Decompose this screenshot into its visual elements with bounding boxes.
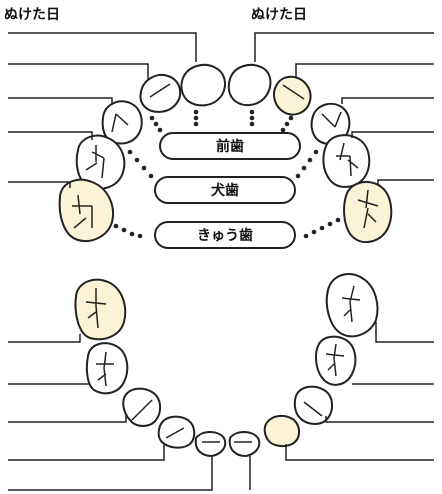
left-date-title: ぬけた日 (4, 7, 60, 23)
svg-text:きゅう歯: きゅう歯 (197, 227, 253, 244)
lower-left-canine[interactable] (122, 387, 162, 427)
svg-text:前歯: 前歯 (216, 138, 244, 155)
upper-left-lateral-incisor[interactable] (139, 74, 182, 113)
lower-right-canine[interactable] (293, 385, 334, 425)
molar-teeth-label: きゅう歯 (154, 221, 296, 249)
lower-right-lateral-incisor[interactable] (263, 414, 300, 448)
lower-leader-lines (8, 322, 434, 491)
lower-left-second-molar[interactable] (74, 278, 127, 341)
lower-right-second-molar[interactable] (325, 273, 379, 338)
canine-teeth-label: 犬歯 (154, 176, 296, 204)
upper-right-lateral-incisor[interactable] (272, 75, 312, 116)
upper-right-first-molar[interactable] (322, 134, 371, 188)
svg-text:犬歯: 犬歯 (211, 182, 239, 199)
upper-left-first-molar[interactable] (75, 134, 126, 190)
upper-right-central-incisor[interactable] (227, 63, 272, 106)
front-teeth-label: 前歯 (159, 132, 301, 160)
right-date-title: ぬけた日 (251, 7, 307, 23)
lower-left-central-incisor[interactable] (194, 431, 227, 458)
upper-left-central-incisor[interactable] (180, 63, 227, 107)
lower-right-central-incisor[interactable] (228, 431, 261, 458)
upper-leader-lines (8, 32, 434, 188)
upper-left-second-molar[interactable] (58, 178, 114, 242)
upper-left-canine[interactable] (101, 100, 143, 145)
dotted-guide-lines (113, 109, 341, 239)
lower-left-first-molar[interactable] (85, 342, 129, 395)
lower-right-first-molar[interactable] (315, 335, 357, 386)
